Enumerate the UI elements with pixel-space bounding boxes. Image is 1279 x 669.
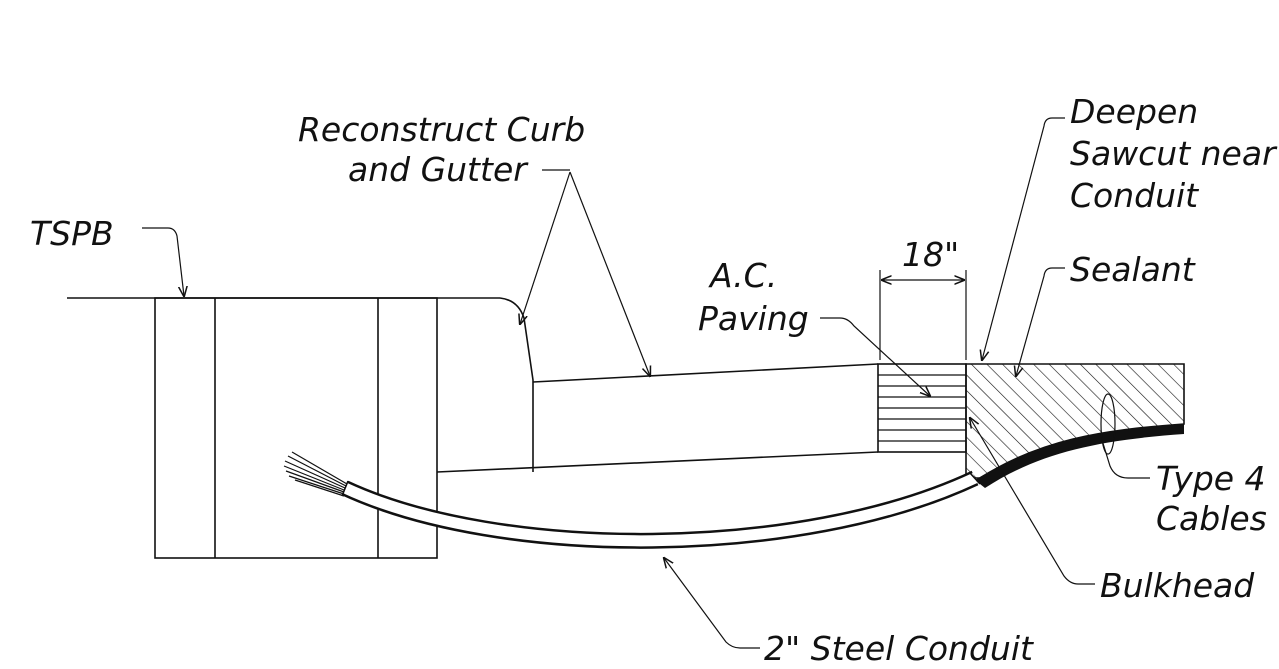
curb-label-line2: and Gutter <box>348 150 529 189</box>
cable-ends <box>283 451 348 497</box>
dimension-18-inch: 18" <box>879 235 967 360</box>
dimension-label: 18" <box>902 235 959 274</box>
type4-label-line2: Cables <box>1156 499 1267 538</box>
type4-label-line1: Type 4 <box>1156 459 1266 498</box>
bulkhead-label: Bulkhead <box>1100 566 1255 605</box>
curb-and-gutter <box>436 363 879 473</box>
ac-label-line2: Paving <box>698 299 809 338</box>
conduit-label: 2" Steel Conduit <box>764 629 1034 668</box>
deepen-label-line2: Sawcut near <box>1070 134 1278 173</box>
curb-label-line1: Reconstruct Curb <box>298 110 585 149</box>
deepen-label-line1: Deepen <box>1070 92 1198 131</box>
deepen-label-line3: Conduit <box>1070 176 1199 215</box>
ac-paving-section <box>877 363 967 453</box>
tspb-label: TSPB <box>30 214 114 253</box>
type4-cables <box>975 424 1184 488</box>
ac-label-line1: A.C. <box>708 256 777 295</box>
sealant-section <box>965 363 1185 479</box>
sealant-label: Sealant <box>1070 250 1196 289</box>
tspb-box <box>67 297 534 559</box>
leader-lines <box>142 117 1150 649</box>
